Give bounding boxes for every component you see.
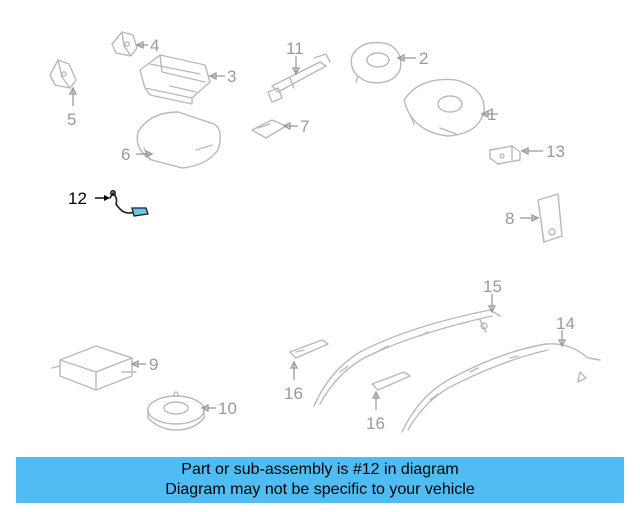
part-5-bracket [49,59,77,89]
banner-line-2: Diagram may not be specific to your vehi… [165,481,475,498]
part-4-bracket [111,31,138,57]
part-2-driver-airbag [350,41,402,84]
callout-4: 4 [150,36,159,55]
callout-3: 3 [227,67,236,86]
part-16-bracket-right [371,371,411,391]
callout-2: 2 [419,49,428,68]
callout-9: 9 [149,355,158,374]
part-1-driver-airbag [403,78,485,137]
callout-16-right: 16 [366,414,385,433]
callout-12: 12 [68,189,87,208]
callout-1: 1 [487,105,496,124]
part-7-connector [251,119,287,139]
part-13-sensor [489,145,521,165]
callout-13: 13 [546,142,565,161]
part-14-curtain-airbag [401,343,601,433]
info-banner: Part or sub-assembly is #12 in diagram D… [16,457,624,503]
part-6-airbag-cover [136,111,221,169]
part-9-control-unit [51,345,137,391]
part-12-wire-harness [109,190,149,217]
callout-5: 5 [67,110,76,129]
callout-8: 8 [505,209,514,228]
part-3-passenger-airbag [139,54,211,105]
part-10-clock-spring [147,391,205,431]
callout-14: 14 [556,314,575,333]
part-11-harness [267,53,331,103]
callout-10: 10 [218,399,237,418]
part-16-bracket-left [289,339,329,359]
banner-line-1: Part or sub-assembly is #12 in diagram [181,461,459,478]
part-8-module [537,193,563,243]
callout-16-left: 16 [284,384,303,403]
callout-11: 11 [286,39,304,58]
part-15-curtain-airbag [313,309,501,407]
callout-7: 7 [300,117,309,136]
callout-6: 6 [121,145,130,164]
callout-15: 15 [483,277,502,296]
